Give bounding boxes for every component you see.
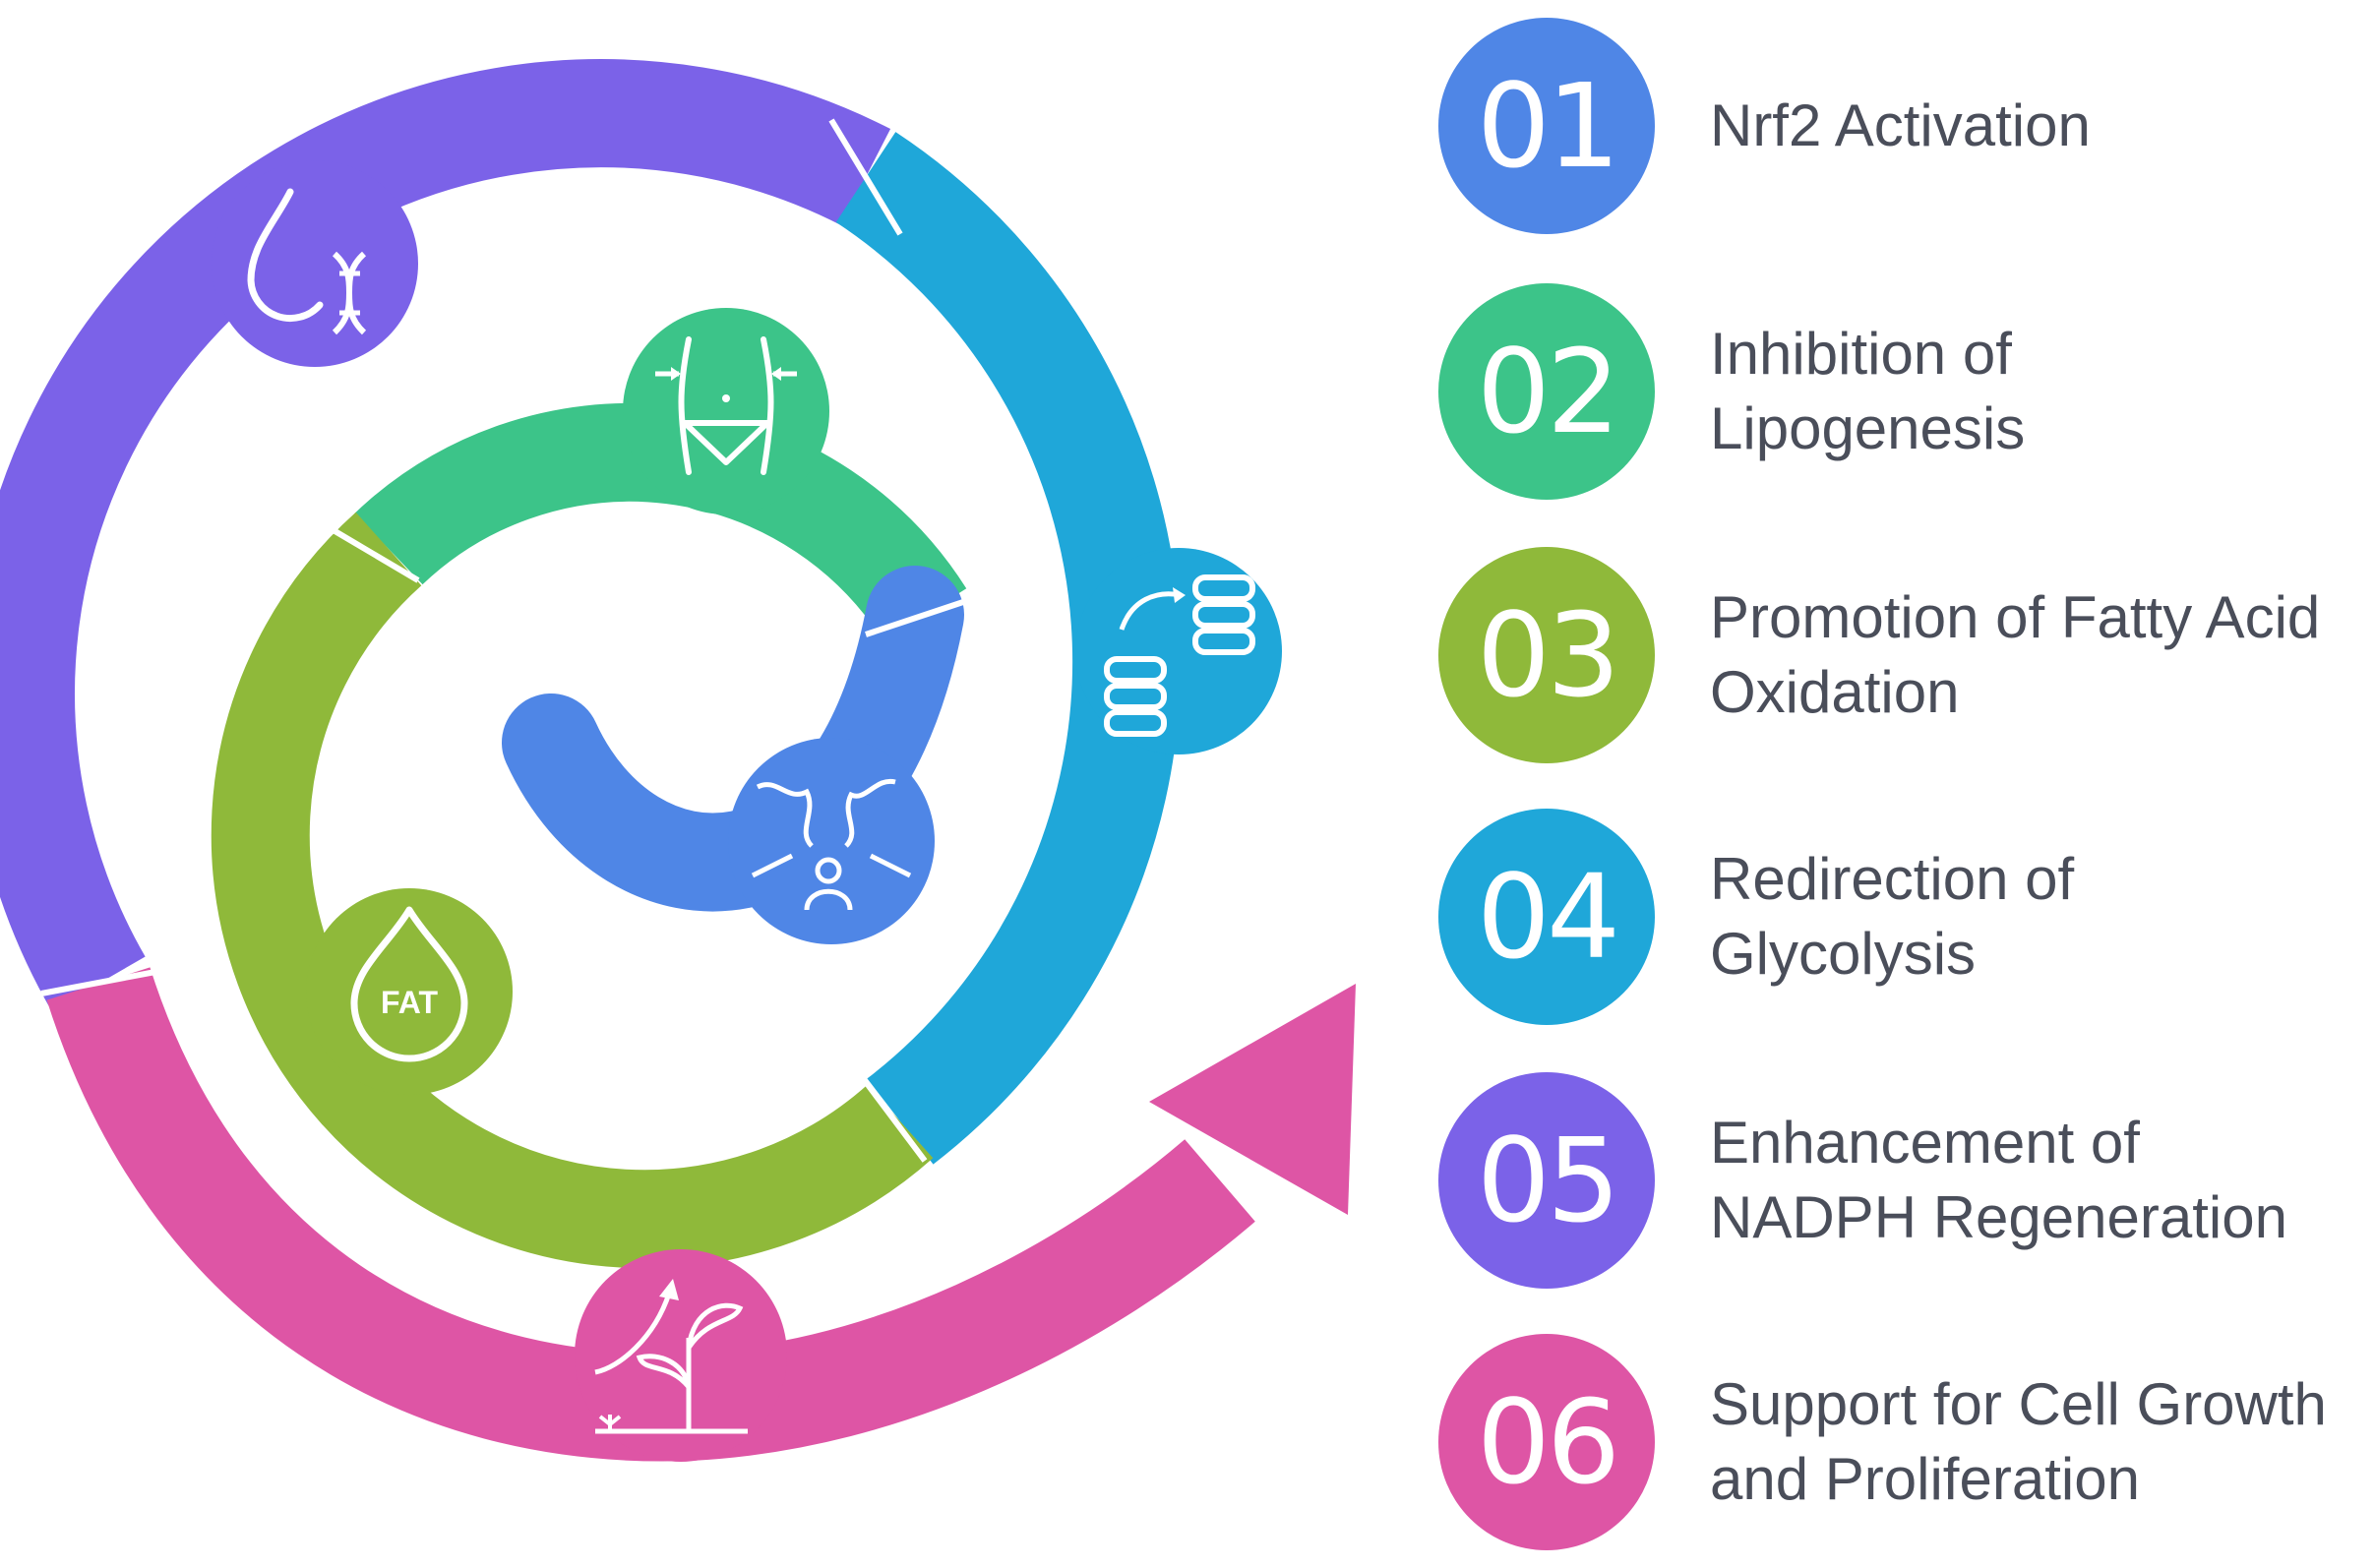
fat-drop-icon: FAT — [306, 888, 513, 1095]
step-number-badge: 02 — [1438, 283, 1655, 500]
step-number-badge: 04 — [1438, 809, 1655, 1025]
step-label-line1: Enhancement of — [1710, 1110, 2140, 1176]
segment-separators — [40, 118, 970, 1163]
step-number: 06 — [1476, 1374, 1620, 1510]
database-exchange-icon — [1075, 548, 1282, 754]
step-label: Promotion of Fatty Acid Oxidation — [1710, 547, 2375, 763]
step-01: 01 Nrf2 Activation — [1438, 18, 2375, 234]
fat-label: FAT — [381, 985, 439, 1020]
step-label-line2: Oxidation — [1710, 659, 1960, 725]
step-label-line1: Nrf2 Activation — [1710, 92, 2091, 158]
step-label-line1: Redirection of — [1710, 846, 2075, 912]
step-label-line2: Glycolysis — [1710, 921, 1977, 987]
step-number: 04 — [1476, 849, 1620, 985]
spiral-diagram: FAT — [0, 59, 1356, 1462]
step-label-line1: Support for Cell Growth — [1710, 1371, 2327, 1437]
arrow-head — [1149, 984, 1356, 1215]
cell-cluster-icon — [728, 738, 935, 944]
step-04: 04 Redirection of Glycolysis — [1438, 809, 2375, 1025]
step-label-line1: Inhibition of — [1710, 321, 2012, 387]
step-label: Support for Cell Growth and Proliferatio… — [1710, 1334, 2375, 1550]
step-05: 05 Enhancement of NADPH Regeneration — [1438, 1072, 2375, 1289]
step-label-line2: and Proliferation — [1710, 1446, 2140, 1512]
step-label-line2: NADPH Regeneration — [1710, 1184, 2287, 1250]
waist-slimming-icon — [623, 308, 829, 514]
ring-segment-lime — [211, 512, 934, 1269]
step-06: 06 Support for Cell Growth and Prolifera… — [1438, 1334, 2375, 1550]
step-label-line2: Lipogenesis — [1710, 395, 2026, 461]
ring-segment-purple — [0, 59, 891, 1011]
legend: 01 Nrf2 Activation 02 Inhibition of Lipo… — [1438, 0, 2375, 1568]
step-number-badge: 06 — [1438, 1334, 1655, 1550]
step-number-badge: 03 — [1438, 547, 1655, 763]
step-number: 03 — [1476, 587, 1620, 723]
step-number: 02 — [1476, 324, 1620, 459]
plant-growth-icon — [575, 1249, 787, 1462]
step-number-badge: 05 — [1438, 1072, 1655, 1289]
step-label-line1: Promotion of Fatty Acid — [1710, 584, 2321, 650]
step-label: Redirection of Glycolysis — [1710, 809, 2375, 1025]
step-number-badge: 01 — [1438, 18, 1655, 234]
step-number: 01 — [1476, 58, 1620, 194]
drop-dna-icon — [212, 160, 418, 367]
step-label: Enhancement of NADPH Regeneration — [1710, 1072, 2375, 1289]
step-number: 05 — [1476, 1113, 1620, 1248]
step-03: 03 Promotion of Fatty Acid Oxidation — [1438, 547, 2375, 763]
step-label: Inhibition of Lipogenesis — [1710, 283, 2375, 500]
step-02: 02 Inhibition of Lipogenesis — [1438, 283, 2375, 500]
step-label: Nrf2 Activation — [1710, 18, 2375, 234]
